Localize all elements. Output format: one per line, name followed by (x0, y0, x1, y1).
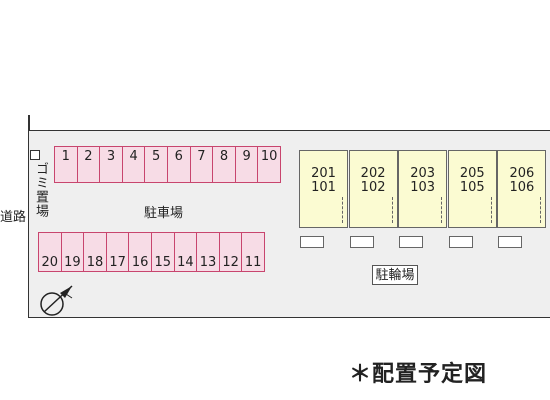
parking-stall-number: 9 (242, 149, 251, 164)
unit-porch (399, 236, 424, 248)
parking-stall-number: 14 (177, 255, 194, 270)
unit-entrance (441, 197, 443, 223)
parking-stall-number: 12 (222, 255, 239, 270)
parking-stall-number: 6 (174, 149, 183, 164)
parking-stall-number: 4 (129, 149, 138, 164)
parking-stall: 15 (151, 232, 175, 272)
garbage-label: ゴミ置場 (33, 162, 48, 218)
unit-entrance (490, 197, 492, 223)
parking-stall-number: 11 (244, 255, 262, 270)
parking-stall-number: 20 (41, 255, 59, 270)
parking-stall: 5 (144, 146, 168, 183)
parking-stall: 16 (128, 232, 152, 272)
unit-number-upper: 201 (311, 166, 336, 181)
parking-stall-number: 3 (106, 149, 116, 164)
parking-stall: 14 (173, 232, 198, 272)
parking-stall: 12 (218, 232, 243, 272)
page-title: ＊配置予定図 (349, 362, 488, 387)
parking-stall: 17 (105, 232, 130, 272)
parking-stall: 1 (54, 146, 78, 183)
unit-number-lower: 106 (509, 180, 535, 195)
parking-stall: 10 (257, 146, 281, 183)
parking-stall-number: 7 (197, 149, 206, 164)
unit-entrance (391, 197, 393, 223)
parking-stall-number: 2 (84, 149, 93, 164)
parking-stall: 2 (76, 146, 101, 183)
unit-porch (448, 236, 473, 248)
parking-stall: 18 (83, 232, 107, 272)
parking-stall: 20 (38, 232, 62, 272)
parking-stall-number: 17 (109, 255, 126, 270)
parking-stall-number: 18 (86, 255, 104, 270)
parking-stall: 6 (167, 146, 191, 183)
unit-porch (498, 236, 523, 248)
unit-number-lower: 101 (311, 180, 336, 195)
parking-stall-number: 1 (61, 149, 70, 164)
unit-number-upper: 206 (509, 166, 535, 181)
unit-number-upper: 202 (360, 166, 386, 181)
unit-porch (300, 236, 324, 248)
unit-entrance (540, 197, 542, 223)
parking-stall-number: 19 (64, 255, 81, 270)
unit-number-upper: 203 (410, 166, 436, 181)
unit-number-lower: 103 (410, 180, 436, 195)
parking-stall: 19 (60, 232, 85, 272)
road-label: 道路 (0, 210, 27, 225)
parking-stall: 3 (99, 146, 123, 183)
unit-porch (349, 236, 374, 248)
bicycle-parking-label: 駐輪場 (372, 265, 418, 285)
unit-number-upper: 205 (459, 166, 485, 181)
parking-stall-number: 10 (260, 149, 278, 164)
north-arrow-icon (40, 285, 73, 316)
parking-stall-number: 16 (131, 255, 149, 270)
parking-stall: 7 (189, 146, 214, 183)
unit-entrance (342, 197, 343, 223)
unit-number-lower: 102 (360, 180, 386, 195)
parking-stall: 4 (121, 146, 146, 183)
parking-stall: 13 (196, 232, 220, 272)
parking-stall: 11 (241, 232, 265, 272)
garbage-area (30, 150, 40, 160)
unit-number-lower: 105 (459, 180, 485, 195)
parking-label: 駐車場 (144, 206, 184, 221)
parking-stall-number: 5 (152, 149, 161, 164)
parking-stall-number: 8 (219, 149, 229, 164)
parking-stall-number: 15 (154, 255, 172, 270)
parking-stall: 8 (212, 146, 236, 183)
parking-stall-number: 13 (199, 255, 217, 270)
parking-stall: 9 (234, 146, 259, 183)
